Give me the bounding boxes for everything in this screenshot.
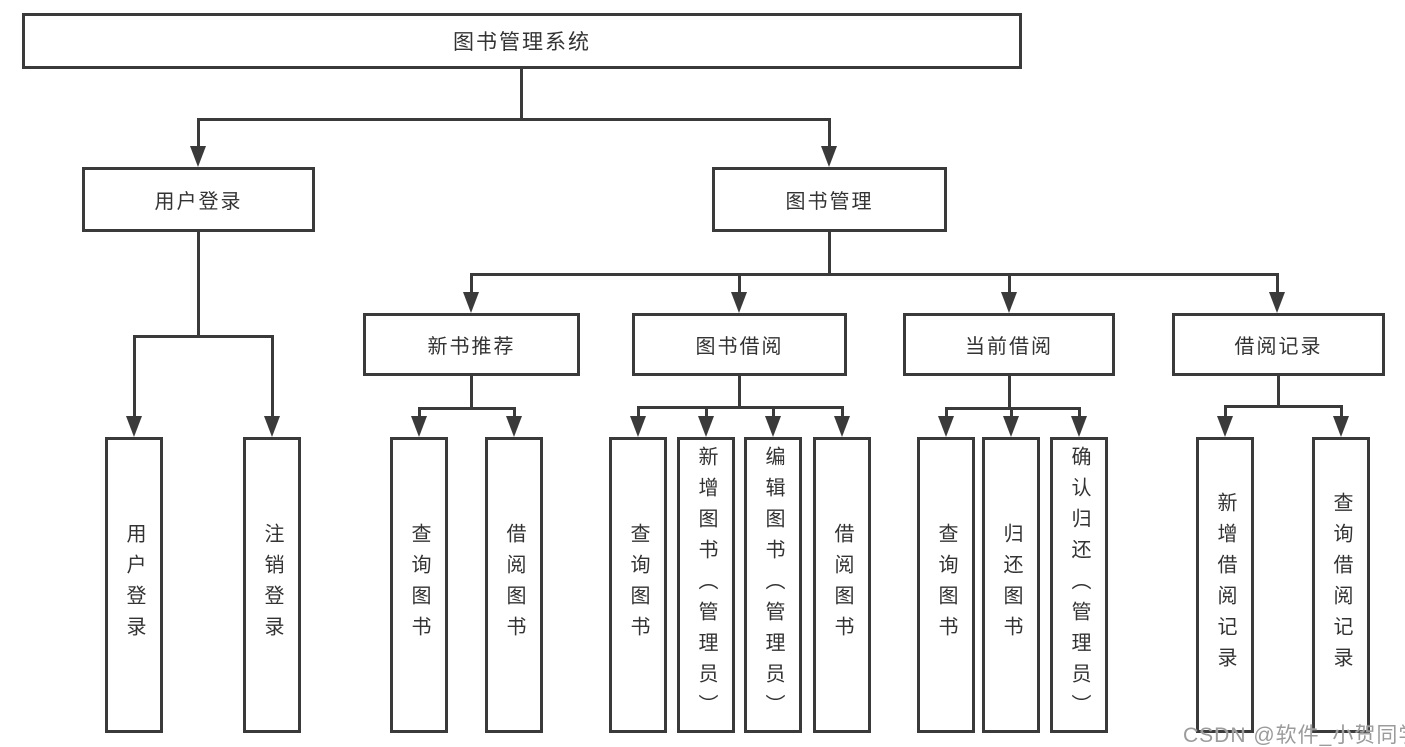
arrow-down-icon (731, 292, 747, 313)
connector-arrow-shaft (197, 118, 200, 150)
leaf-add-book-admin-label: 新增图书（管理员） (695, 445, 717, 725)
node-current-borrowing-label: 当前借阅 (965, 336, 1053, 358)
leaf-borrow-books-recommend-label: 借阅图书 (503, 523, 525, 647)
arrow-down-icon (698, 416, 714, 437)
leaf-query-books-borrowing: 查询图书 (609, 437, 667, 733)
node-user-login-label: 用户登录 (154, 191, 243, 213)
leaf-edit-book-admin: 编辑图书（管理员） (744, 437, 802, 733)
connector-borrowing-records-stem (1277, 376, 1280, 405)
leaf-confirm-return-admin-label: 确认归还（管理员） (1068, 445, 1090, 725)
leaf-user-login-label: 用户登录 (123, 523, 145, 647)
connector-new-book-stem (470, 376, 473, 407)
node-root-label: 图书管理系统 (453, 31, 591, 54)
arrow-down-icon (834, 416, 850, 437)
node-current-borrowing: 当前借阅 (903, 313, 1115, 376)
connector-root-rail (197, 118, 831, 121)
connector-arrow-shaft (133, 335, 136, 418)
leaf-query-books-recommend-label: 查询图书 (408, 523, 430, 647)
connector-book-borrowing-stem (738, 376, 741, 406)
connector-borrowing-records-rail (1224, 405, 1343, 408)
arrow-down-icon (1269, 292, 1285, 313)
leaf-logout: 注销登录 (243, 437, 301, 733)
leaf-borrow-books: 借阅图书 (813, 437, 871, 733)
arrow-down-icon (1001, 292, 1017, 313)
connector-arrow-shaft (772, 406, 775, 418)
connector-arrow-shaft (841, 406, 844, 418)
node-borrowing-records: 借阅记录 (1172, 313, 1385, 376)
node-user-login: 用户登录 (82, 167, 315, 232)
leaf-query-books-recommend: 查询图书 (390, 437, 448, 733)
connector-arrow-shaft (738, 273, 741, 296)
connector-arrow-shaft (418, 407, 421, 418)
arrow-down-icon (264, 416, 280, 437)
node-book-borrowing: 图书借阅 (632, 313, 847, 376)
arrow-down-icon (1071, 416, 1087, 437)
arrow-down-icon (630, 416, 646, 437)
leaf-add-book-admin: 新增图书（管理员） (677, 437, 735, 733)
leaf-add-borrow-record: 新增借阅记录 (1196, 437, 1254, 733)
connector-arrow-shaft (1010, 407, 1013, 418)
connector-current-borrowing-rail (945, 407, 1081, 410)
leaf-borrow-books-recommend: 借阅图书 (485, 437, 543, 733)
leaf-edit-book-admin-label: 编辑图书（管理员） (762, 445, 784, 725)
leaf-add-borrow-record-label: 新增借阅记录 (1214, 492, 1236, 678)
node-borrowing-records-label: 借阅记录 (1234, 336, 1323, 358)
connector-arrow-shaft (470, 273, 473, 296)
leaf-return-books-label: 归还图书 (1000, 523, 1022, 647)
arrow-down-icon (765, 416, 781, 437)
connector-book-management-stem (828, 232, 831, 273)
node-new-book-recommendation-label: 新书推荐 (427, 336, 516, 358)
leaf-borrow-books-label: 借阅图书 (831, 523, 853, 647)
connector-user-login-rail (133, 335, 274, 338)
connector-arrow-shaft (1224, 405, 1227, 418)
arrow-down-icon (411, 416, 427, 437)
connector-current-borrowing-stem (1008, 376, 1011, 407)
leaf-query-books-borrowing-label: 查询图书 (627, 523, 649, 647)
node-new-book-recommendation: 新书推荐 (363, 313, 580, 376)
connector-user-login-stem (197, 232, 200, 335)
leaf-user-login: 用户登录 (105, 437, 163, 733)
connector-arrow-shaft (513, 407, 516, 418)
arrow-down-icon (463, 292, 479, 313)
node-book-management-label: 图书管理 (785, 191, 874, 213)
arrow-down-icon (190, 146, 206, 167)
connector-arrow-shaft (1340, 405, 1343, 418)
arrow-down-icon (1333, 416, 1349, 437)
connector-new-book-rail (418, 407, 516, 410)
connector-book-management-rail (470, 273, 1279, 276)
arrow-down-icon (1003, 416, 1019, 437)
leaf-query-borrow-record: 查询借阅记录 (1312, 437, 1370, 733)
leaf-confirm-return-admin: 确认归还（管理员） (1050, 437, 1108, 733)
arrow-down-icon (1217, 416, 1233, 437)
leaf-query-books-current: 查询图书 (917, 437, 975, 733)
arrow-down-icon (506, 416, 522, 437)
leaf-logout-label: 注销登录 (261, 523, 283, 647)
node-root: 图书管理系统 (22, 13, 1022, 69)
connector-arrow-shaft (1276, 273, 1279, 296)
leaf-return-books: 归还图书 (982, 437, 1040, 733)
leaf-query-borrow-record-label: 查询借阅记录 (1330, 492, 1352, 678)
connector-arrow-shaft (1008, 273, 1011, 296)
node-book-borrowing-label: 图书借阅 (695, 336, 784, 358)
arrow-down-icon (126, 416, 142, 437)
node-book-management: 图书管理 (712, 167, 947, 232)
arrow-down-icon (938, 416, 954, 437)
connector-arrow-shaft (271, 335, 274, 418)
connector-arrow-shaft (705, 406, 708, 418)
leaf-query-books-current-label: 查询图书 (935, 523, 957, 647)
connector-arrow-shaft (828, 118, 831, 150)
watermark-text: CSDN @软件_小贺同学 (1183, 724, 1405, 747)
connector-arrow-shaft (945, 407, 948, 418)
connector-arrow-shaft (1078, 407, 1081, 418)
arrow-down-icon (821, 146, 837, 167)
connector-book-borrowing-rail (637, 406, 844, 409)
connector-root-stem (520, 69, 523, 118)
connector-arrow-shaft (637, 406, 640, 418)
